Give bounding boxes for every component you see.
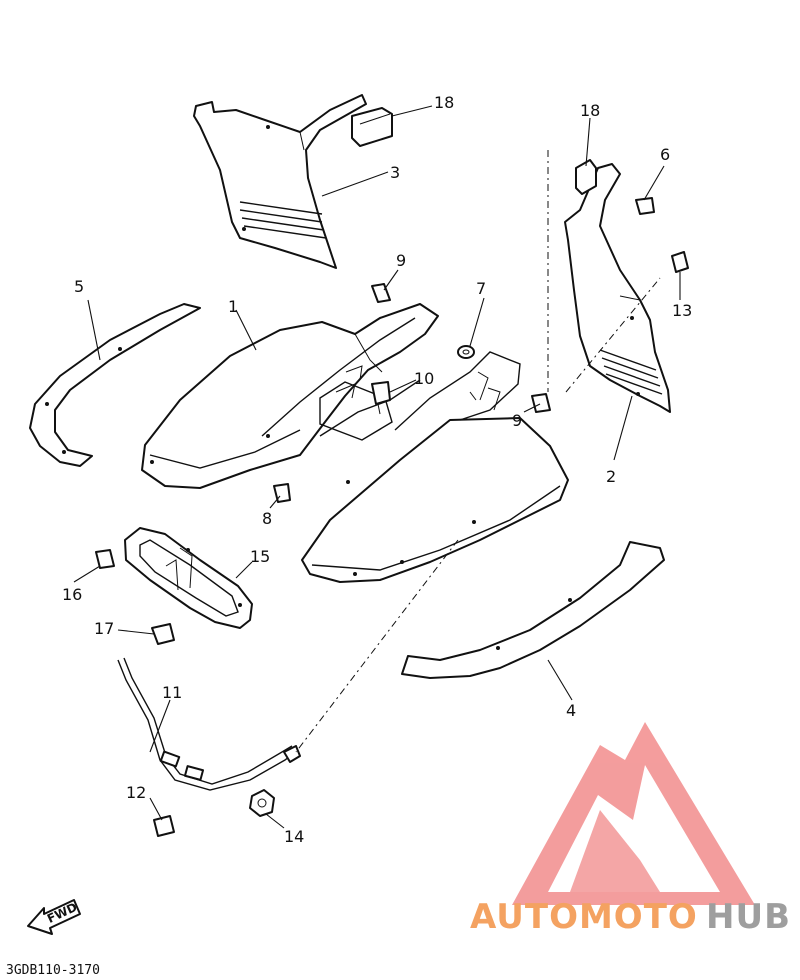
watermark-text-part2: HUB (706, 897, 791, 937)
watermark-text-part1: AUTOMOTO (470, 897, 698, 937)
part-18-pad-left (351, 107, 393, 147)
callout-4: 4 (566, 701, 576, 720)
part-18-pad-right (575, 159, 597, 195)
callout-14: 14 (284, 827, 304, 846)
watermark-text: AUTOMOTO HUB (470, 897, 791, 937)
watermark-logo (512, 722, 755, 905)
callout-7: 7 (476, 279, 486, 298)
assembly-lines (295, 150, 661, 753)
fastener-9-screw-left (371, 283, 391, 303)
callout-13: 13 (672, 301, 692, 320)
part-3-left-flap (193, 94, 367, 269)
callouts: 18 3 5 1 9 7 10 9 8 18 6 13 2 4 15 16 17… (62, 93, 692, 846)
callout-8: 8 (262, 509, 272, 528)
fastener-10-clip (371, 381, 391, 415)
part-2-right-flap (564, 163, 671, 413)
fastener-8-bolt (273, 483, 291, 503)
callout-18-right: 18 (580, 101, 600, 120)
callout-3: 3 (390, 163, 400, 182)
callout-16: 16 (62, 585, 82, 604)
fastener-17-bolt (151, 623, 175, 645)
callout-6: 6 (660, 145, 670, 164)
callout-17: 17 (94, 619, 114, 638)
part-5-left-guard-strip (29, 303, 201, 467)
leader-lines (73, 105, 681, 829)
callout-9-left: 9 (396, 251, 406, 270)
part-15-light-bracket (124, 527, 253, 629)
callout-11: 11 (162, 683, 182, 702)
fastener-16-bolt (95, 549, 115, 569)
fwd-arrow: FWD (27, 899, 81, 935)
callout-9-right: 9 (512, 411, 522, 430)
fastener-9-screw-right (531, 393, 551, 413)
part-front-fender (301, 351, 569, 583)
callout-10: 10 (414, 369, 434, 388)
fastener-13-screw (671, 251, 689, 273)
fastener-14-nut (249, 789, 275, 817)
part-1-rear-fender (141, 303, 439, 489)
drawing-code: 3GDB110-3170 (6, 963, 100, 978)
callout-5: 5 (74, 277, 84, 296)
callout-1: 1 (228, 297, 238, 316)
callout-18-left: 18 (434, 93, 454, 112)
part-4-front-guard-strip (401, 541, 665, 679)
callout-12: 12 (126, 783, 146, 802)
fastener-12-bolt (153, 815, 175, 837)
callout-2: 2 (606, 467, 616, 486)
fastener-7-washer (457, 345, 475, 359)
fastener-6-bolt (635, 197, 655, 215)
part-11-stay (117, 657, 301, 791)
callout-15: 15 (250, 547, 270, 566)
